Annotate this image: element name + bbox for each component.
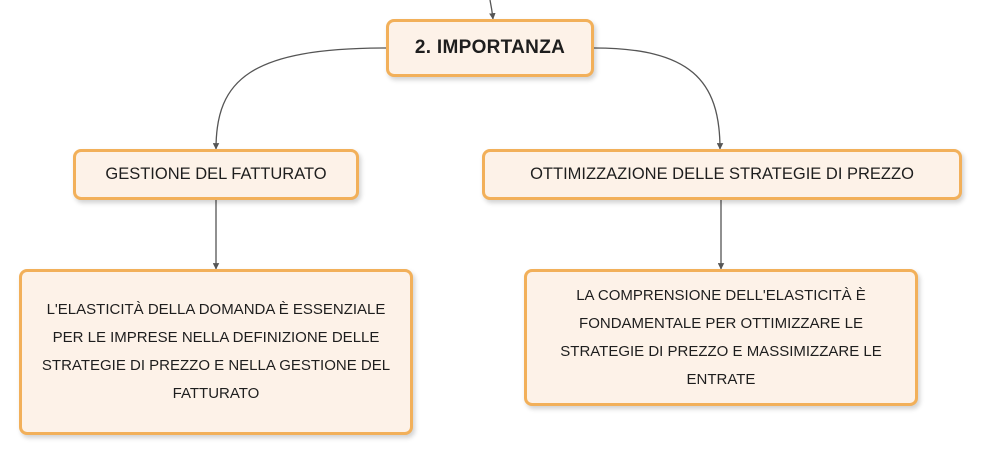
node-gestione-detail-text: L'ELASTICITÀ DELLA DOMANDA È ESSENZIALE …: [41, 301, 391, 402]
connector-root-to-ottimizzazione: [593, 47, 724, 150]
connector-incoming: [489, 0, 496, 20]
node-ottimizzazione-strategie[interactable]: OTTIMIZZAZIONE DELLE STRATEGIE DI PREZZO: [482, 149, 962, 200]
connector-root-to-gestione: [212, 47, 387, 150]
node-gestione-label: GESTIONE DEL FATTURATO: [105, 165, 327, 183]
node-gestione-detail[interactable]: L'ELASTICITÀ DELLA DOMANDA È ESSENZIALE …: [19, 269, 413, 435]
root-node-label: 2. IMPORTANZA: [414, 37, 566, 58]
root-node[interactable]: 2. IMPORTANZA: [386, 19, 594, 77]
node-gestione-del-fatturato[interactable]: GESTIONE DEL FATTURATO: [73, 149, 359, 200]
node-ottimizzazione-detail-text: LA COMPRENSIONE DELL'ELASTICITÀ È FONDAM…: [560, 286, 882, 388]
node-ottimizzazione-detail[interactable]: LA COMPRENSIONE DELL'ELASTICITÀ È FONDAM…: [524, 269, 918, 406]
node-ottimizzazione-label: OTTIMIZZAZIONE DELLE STRATEGIE DI PREZZO: [530, 165, 914, 183]
